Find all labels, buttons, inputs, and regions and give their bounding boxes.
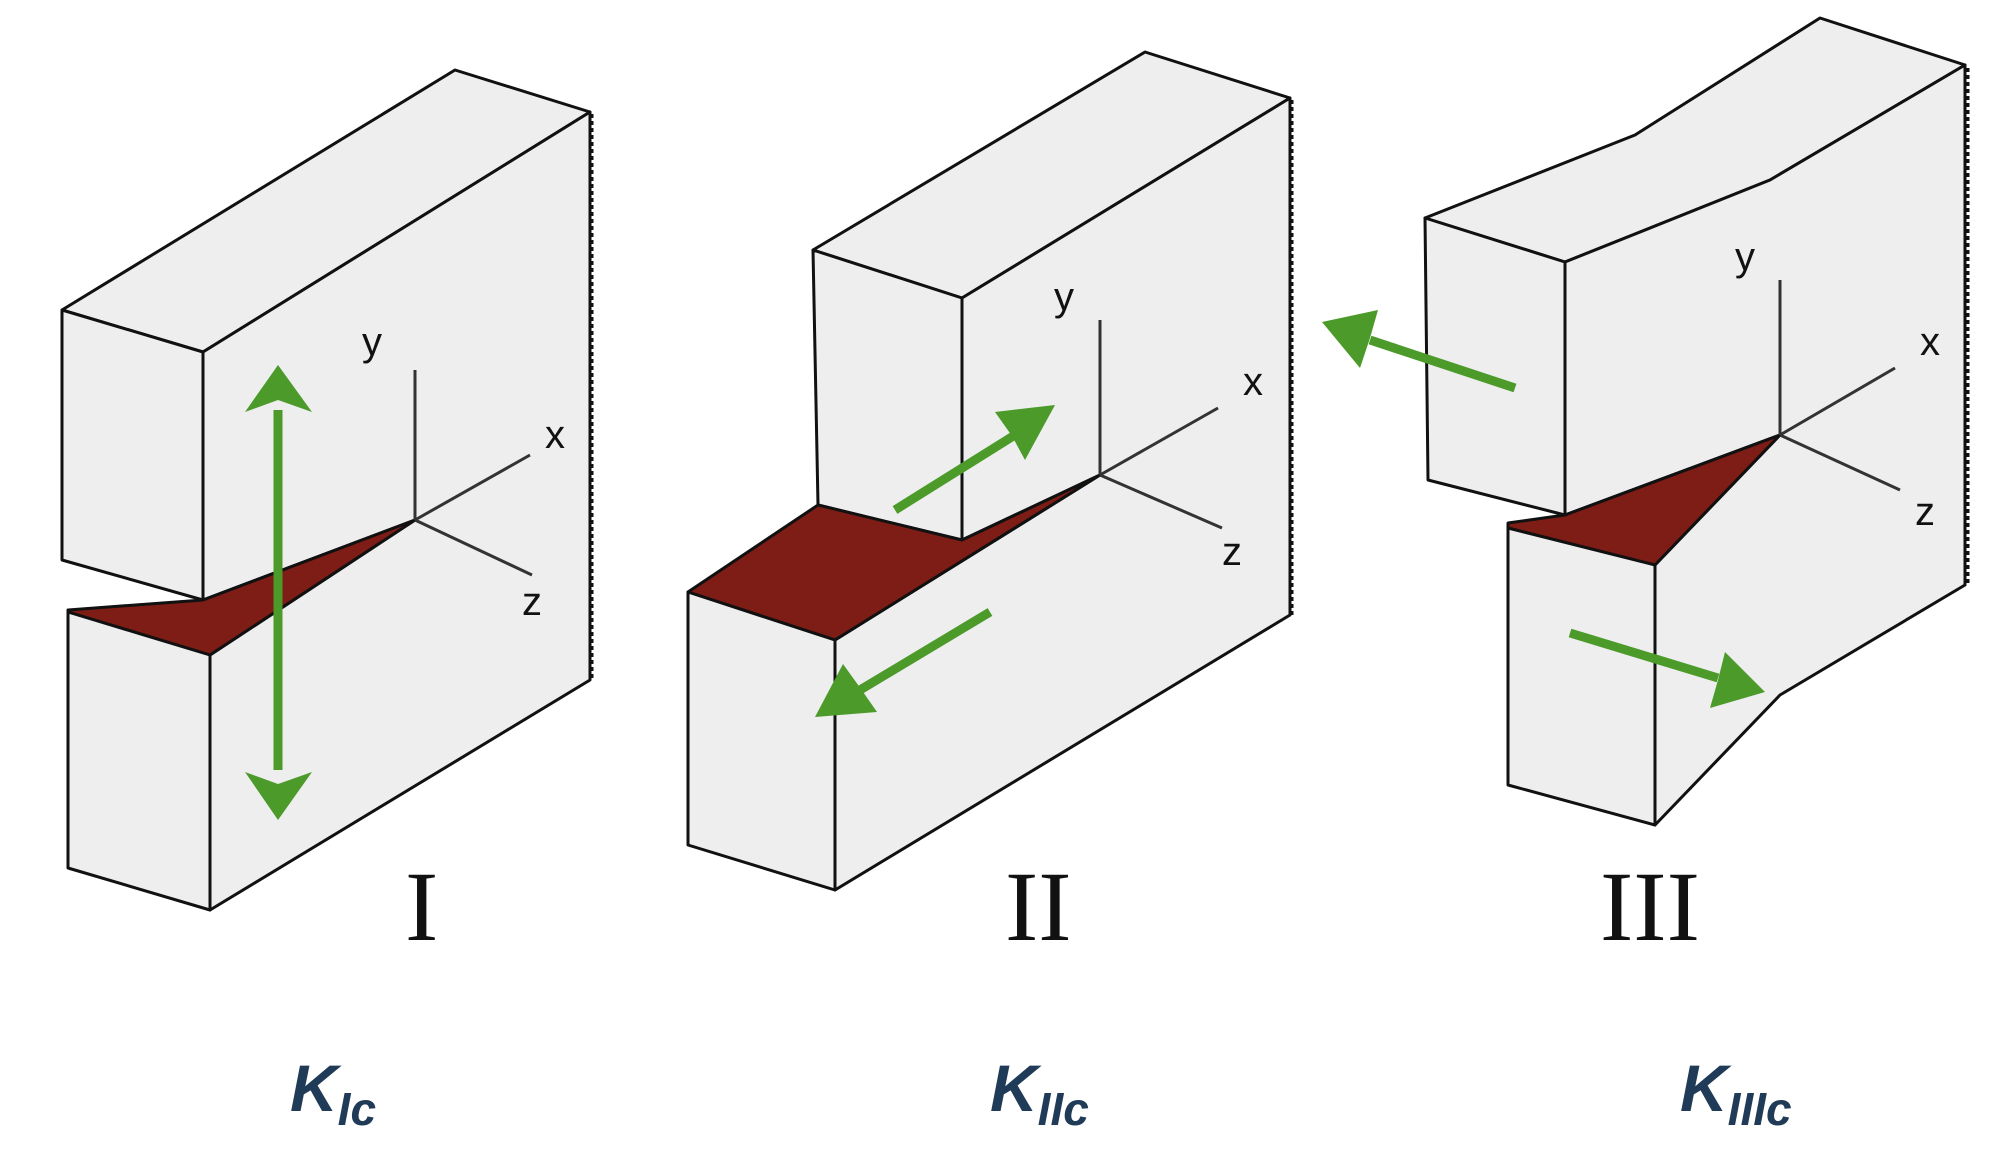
k-ic-label: KIc <box>290 1055 376 1132</box>
mode-i-y-label: y <box>362 320 382 364</box>
mode-ii-specimen: y x z II <box>686 50 1294 962</box>
k-ic-subscript: Ic <box>337 1083 377 1135</box>
mode-ii-arrow-lower-shaft <box>857 608 993 694</box>
mode-i-specimen: y x z I <box>60 68 594 962</box>
mode-ii-z-axis <box>1099 473 1223 530</box>
mode-iii-lower-front-face <box>1506 526 1657 827</box>
mode-ii-arrow-upper-head <box>995 405 1055 460</box>
mode-i-arrow-down-head <box>245 772 312 820</box>
mode-iii-y-label: y <box>1735 235 1755 279</box>
mode-iii-x-label: x <box>1920 320 1940 364</box>
mode-i-z-label: z <box>522 580 542 624</box>
mode-i-z-axis <box>414 518 533 577</box>
mode-i-lower-front-face <box>66 610 212 912</box>
mode-ii-numeral: II <box>1005 851 1072 962</box>
mode-i-arrow-up-head <box>245 365 312 412</box>
mode-iii-arrow-upper-shaft <box>1368 335 1517 393</box>
k-iiic-main: K <box>1680 1051 1728 1125</box>
mode-ii-x-axis <box>1099 406 1219 477</box>
mode-ii-x-label: x <box>1243 360 1263 404</box>
k-iic-label: KIIc <box>990 1055 1089 1132</box>
mode-iii-x-axis <box>1779 366 1896 437</box>
mode-ii-arrow-upper-shaft <box>892 431 1018 514</box>
k-iic-subscript: IIc <box>1037 1083 1089 1135</box>
mode-iii-arrow-lower-head <box>1710 652 1765 708</box>
mode-iii-arrow-upper-head <box>1322 310 1378 368</box>
mode-iii-specimen: y x z III <box>1322 16 1970 962</box>
mode-ii-y-label: y <box>1054 275 1074 319</box>
k-iiic-subscript: IIIc <box>1727 1083 1792 1135</box>
k-ic-main: K <box>290 1051 338 1125</box>
mode-ii-z-label: z <box>1222 530 1242 574</box>
mode-iii-arrow-lower-shaft <box>1568 628 1720 683</box>
k-iiic-label: KIIIc <box>1680 1055 1792 1132</box>
mode-i-x-label: x <box>545 413 565 457</box>
mode-i-x-axis <box>414 453 531 522</box>
mode-iii-z-axis <box>1779 433 1901 492</box>
mode-ii-lower-front-face <box>686 590 837 892</box>
k-iic-main: K <box>990 1051 1038 1125</box>
mode-iii-numeral: III <box>1600 851 1700 962</box>
mode-i-upper-front-face <box>60 308 205 602</box>
mode-iii-z-label: z <box>1915 490 1935 534</box>
mode-ii-arrow-lower-head <box>815 664 877 717</box>
mode-i-numeral: I <box>405 851 438 962</box>
mode-ii-upper-front-face <box>811 248 964 542</box>
